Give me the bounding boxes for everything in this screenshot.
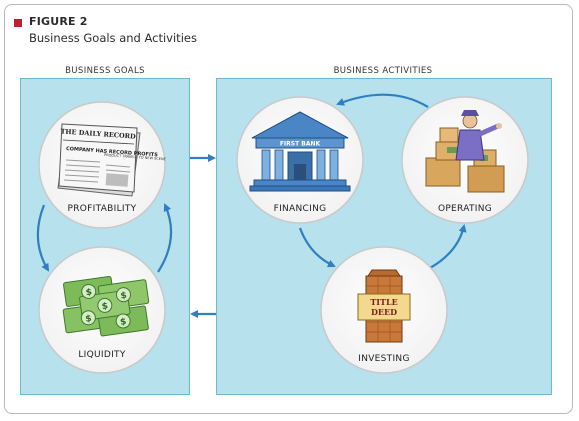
business-activities-header: BUSINESS ACTIVITIES [333, 66, 433, 76]
operating-label: OPERATING [437, 204, 493, 214]
investing-label: INVESTING [358, 354, 410, 364]
currency-symbol-1: $ [85, 288, 93, 299]
liquidity-label: LIQUIDITY [78, 350, 126, 360]
figure-marker [14, 19, 22, 27]
arrow-liquidity-to-profitability [157, 203, 173, 273]
currency-symbol-3: $ [101, 301, 109, 312]
bank-building-icon: FIRST BANK [249, 111, 351, 192]
money-stack-icon: $ $ $ $ $ [62, 276, 150, 337]
currency-symbol-2: $ [120, 291, 128, 302]
arrow-profitability-to-liquidity [36, 204, 50, 272]
worker-with-boxes-icon [425, 110, 505, 193]
newspaper-icon: THE DAILY RECORD COMPANY HAS RECORD PROF… [57, 123, 166, 197]
financing-label: FINANCING [273, 204, 327, 214]
deed-deed-line: DEED [371, 307, 397, 317]
cycle-arrows [36, 93, 467, 318]
currency-symbol-5: $ [120, 317, 128, 328]
figure-label: FIGURE 2 [29, 15, 88, 28]
arrow-financing-to-investing [298, 227, 336, 268]
newspaper-subhead: PRODUCT TRAVELS TO NEW SCENE [104, 153, 166, 161]
deed-title-line: TITLE [370, 297, 397, 307]
bank-sign: FIRST BANK [280, 141, 321, 148]
profitability-label: PROFITABILITY [67, 204, 137, 214]
title-deed-building-icon: TITLE DEED [357, 269, 411, 343]
currency-symbol-4: $ [85, 314, 93, 325]
arrow-operating-to-financing [336, 93, 429, 108]
figure-title: Business Goals and Activities [29, 31, 197, 45]
arrow-investing-to-operating [429, 224, 467, 269]
business-goals-header: BUSINESS GOALS [65, 66, 145, 76]
